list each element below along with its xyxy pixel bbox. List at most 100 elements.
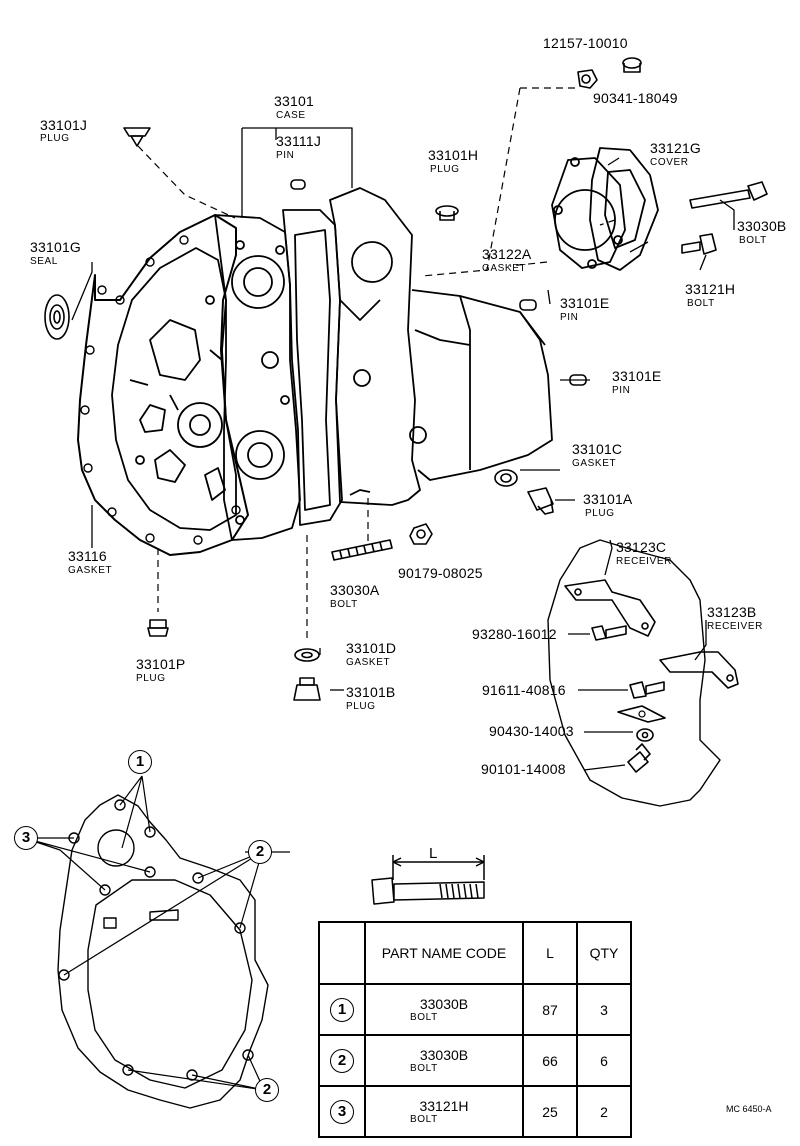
plug-33101a-shape xyxy=(527,487,554,515)
plug-33101h-code: 33101H xyxy=(428,147,479,163)
plug-33101b-name: PLUG xyxy=(346,701,376,712)
row-name: BOLT xyxy=(410,1114,438,1125)
gasket-33101c-name: GASKET xyxy=(572,458,617,469)
cover-33121g-shape xyxy=(589,147,659,271)
bolt-33030b-code: 33030B xyxy=(737,218,787,234)
bolt-location-reference-sketch xyxy=(57,794,269,1109)
row-qty: 6 xyxy=(576,1034,632,1087)
pin-33101e-name-1: PIN xyxy=(560,312,579,323)
plug-33101a-code: 33101A xyxy=(583,491,633,507)
receiver-33123b-name: RECEIVER xyxy=(707,621,763,632)
gasket-33116-outline xyxy=(77,214,249,556)
header-l: L xyxy=(522,921,578,985)
callout-2-bottom: 2 xyxy=(255,1078,279,1102)
gasket-33122a-name: GASKET xyxy=(482,263,527,274)
pin-33101e-shape-2 xyxy=(569,374,587,386)
plug-90341-shape xyxy=(622,57,642,73)
cover-33121g-name: COVER xyxy=(650,157,689,168)
nut-12157-shape xyxy=(577,69,598,89)
row-l: 66 xyxy=(522,1034,578,1087)
plug-33101h-name: PLUG xyxy=(430,164,460,175)
callout-2-top: 2 xyxy=(248,840,272,864)
pin-33101e-name-2: PIN xyxy=(612,385,631,396)
plug-90341-code: 90341-18049 xyxy=(593,90,678,106)
row-qty: 2 xyxy=(576,1085,632,1138)
plug-90101-shape xyxy=(627,743,651,773)
gasket-33122a-code: 33122A xyxy=(482,246,532,262)
row-l: 25 xyxy=(522,1085,578,1138)
pin-33111j-code: 33111J xyxy=(276,133,322,149)
pin-33111j-shape xyxy=(290,179,306,190)
plug-90101-code: 90101-14008 xyxy=(481,761,566,777)
case-name: CASE xyxy=(276,110,306,121)
callout-leader-lines xyxy=(23,775,290,1091)
row-name: BOLT xyxy=(410,1063,438,1074)
plug-33101p-shape xyxy=(147,619,169,637)
gasket-33101d-name: GASKET xyxy=(346,657,391,668)
callout-3: 3 xyxy=(14,826,38,850)
plug-33101p-code: 33101P xyxy=(136,656,186,672)
callout-1: 1 xyxy=(128,750,152,774)
bolt-93280-code: 93280-16012 xyxy=(472,626,557,642)
pin-33101e-shape-1 xyxy=(519,299,537,311)
bolt-33121h-name: BOLT xyxy=(687,298,715,309)
plug-33101a-name: PLUG xyxy=(585,508,615,519)
reference-code: MC 6450-A xyxy=(726,1104,772,1114)
receiver-33123b-code: 33123B xyxy=(707,604,757,620)
case-code: 33101 xyxy=(274,93,314,109)
plug-33101b-shape xyxy=(293,677,321,701)
intermediate-gasket xyxy=(282,209,343,526)
row-code: 33030B xyxy=(419,996,469,1012)
row-marker: 1 xyxy=(330,997,354,1022)
plug-33101j-shape xyxy=(123,127,151,147)
header-qty: QTY xyxy=(576,921,632,985)
row-marker: 3 xyxy=(330,1099,354,1124)
header-part-name-code: PART NAME CODE xyxy=(364,921,524,985)
pin-33101e-code-1: 33101E xyxy=(560,295,610,311)
receiver-33123c-name: RECEIVER xyxy=(616,556,672,567)
bolt-33121h-shape xyxy=(681,233,717,255)
receiver-33123b-shape xyxy=(659,651,739,689)
gasket-33116-code: 33116 xyxy=(68,548,107,564)
seal-33101g-name: SEAL xyxy=(30,256,58,267)
table-corner-cell xyxy=(318,921,366,985)
washer-90430-shape xyxy=(617,705,666,742)
plug-33101p-name: PLUG xyxy=(136,673,166,684)
gasket-33101c-code: 33101C xyxy=(572,441,623,457)
gasket-callout-marker xyxy=(638,710,646,718)
row-code: 33030B xyxy=(419,1047,469,1063)
row-l: 87 xyxy=(522,983,578,1036)
bolt-33030b-shape xyxy=(689,181,768,209)
nut-12157-code: 12157-10010 xyxy=(543,35,628,51)
receiver-33123c-shape xyxy=(564,579,656,637)
bolt-33121h-code: 33121H xyxy=(685,281,736,297)
bolt-33030a-name: BOLT xyxy=(330,599,358,610)
transmission-case-front xyxy=(111,247,237,531)
stud-bolt-33030a-shape xyxy=(331,539,393,561)
leader-lines xyxy=(137,87,616,640)
cover-33121g-code: 33121G xyxy=(650,140,702,156)
row-code: 33121H xyxy=(419,1098,469,1114)
bolt-length-illustration xyxy=(371,855,485,905)
receiver-33123c-code: 33123C xyxy=(616,539,667,555)
gasket-33116-name: GASKET xyxy=(68,565,113,576)
gasket-33101d-code: 33101D xyxy=(346,640,397,656)
gasket-33122a-shape xyxy=(551,157,626,269)
gasket-33101c-shape xyxy=(494,469,518,487)
bolt-33030a-code: 33030A xyxy=(330,582,380,598)
seal-33101g-shape xyxy=(44,294,70,340)
bolt-93280-shape xyxy=(591,625,627,641)
row-name: BOLT xyxy=(410,1012,438,1023)
solid-leader-lines xyxy=(71,127,735,771)
row-marker: 2 xyxy=(330,1048,354,1073)
plug-33101h-shape xyxy=(435,205,459,221)
table-header-row: PART NAME CODE L QTY xyxy=(318,921,632,985)
receiver-housing-outline xyxy=(547,539,721,807)
row-qty: 3 xyxy=(576,983,632,1036)
gasket-33101d-shape xyxy=(294,648,320,662)
bolt-91611-shape xyxy=(629,681,665,699)
bolt-33030b-name: BOLT xyxy=(739,235,767,246)
